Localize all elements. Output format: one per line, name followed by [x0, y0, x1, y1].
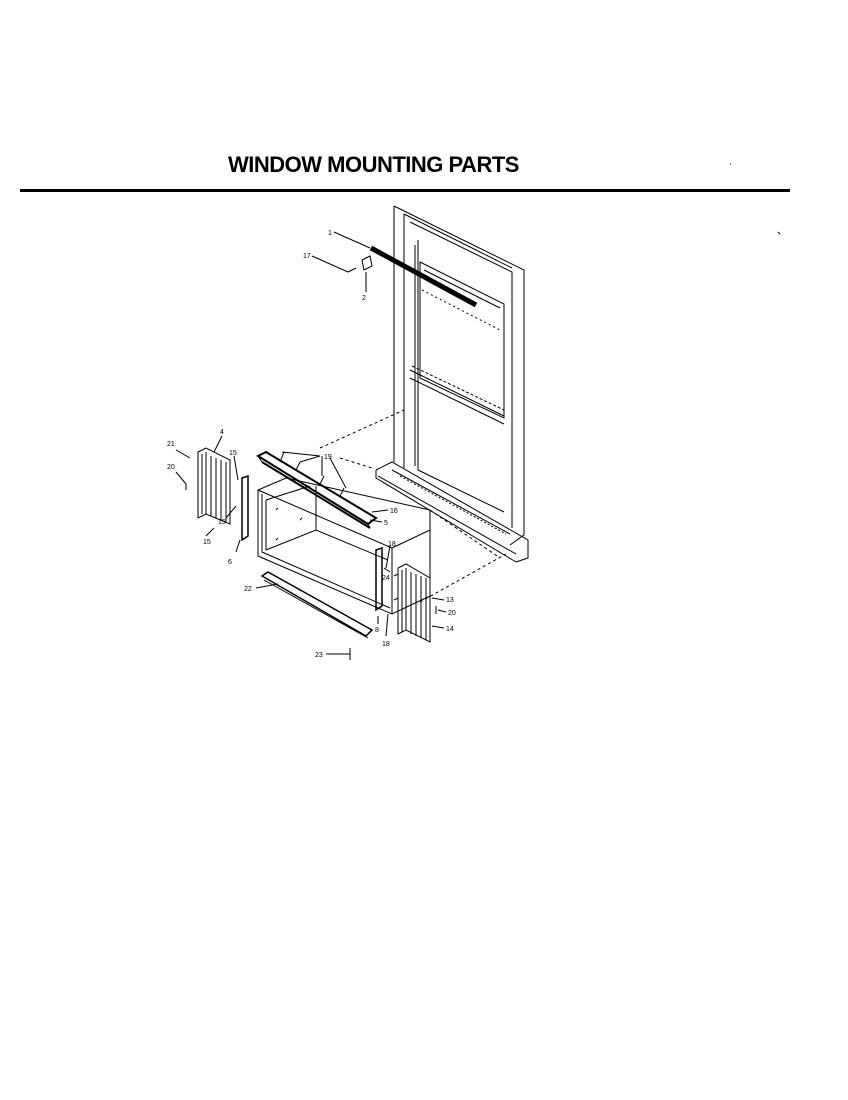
page-title: WINDOW MOUNTING PARTS — [228, 152, 519, 177]
callout-1: 1 — [328, 230, 332, 237]
callout-20-right: 20 — [448, 610, 456, 617]
title-divider — [20, 189, 790, 192]
window-frame — [375, 205, 529, 563]
callout-23: 23 — [315, 652, 323, 659]
right-frame-channel: 18 8 18 — [375, 541, 396, 648]
callout-17: 17 — [303, 253, 311, 260]
callout-21-left: 21 — [167, 441, 175, 448]
callout-22: 22 — [244, 586, 252, 593]
bracket-and-screw: 17 2 — [303, 253, 373, 302]
callout-15-mid: 15 — [218, 519, 226, 526]
callout-20-left: 20 — [167, 464, 175, 471]
left-side-curtain: 4 21 20 15 — [167, 429, 231, 546]
callout-19: 19 — [324, 454, 332, 461]
callout-24: 24 — [382, 575, 390, 582]
callout-6: 6 — [228, 559, 232, 566]
callout-13: 13 — [446, 597, 454, 604]
callout-18-top: 18 — [388, 541, 396, 548]
top-channel-rail: 19 16 5 — [255, 450, 398, 529]
callout-2: 2 — [362, 295, 366, 302]
callout-18-bottom: 18 — [382, 641, 390, 648]
callout-4: 4 — [220, 429, 224, 436]
left-frame-channel: 15 15 6 — [218, 450, 249, 566]
callout-14: 14 — [446, 626, 454, 633]
callout-16: 16 — [390, 508, 398, 515]
callout-8: 8 — [375, 627, 379, 634]
projection-lines — [319, 409, 507, 603]
right-side-curtain: 24 13 20 14 — [382, 563, 456, 643]
callout-15-top: 15 — [229, 450, 237, 457]
callout-5: 5 — [384, 520, 388, 527]
callout-15-left-bottom: 15 — [203, 539, 211, 546]
top-support-rail: 1 — [328, 230, 478, 308]
bottom-sill-angle: 22 23 — [244, 571, 374, 660]
